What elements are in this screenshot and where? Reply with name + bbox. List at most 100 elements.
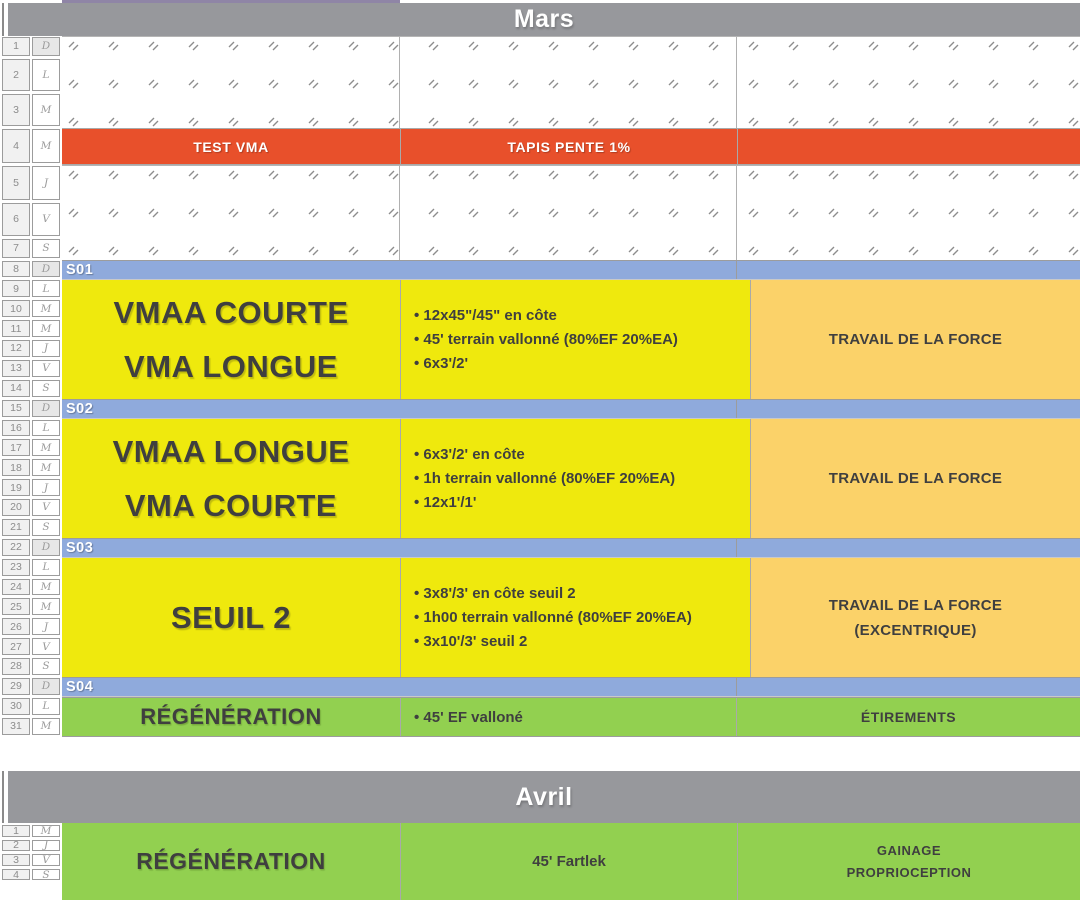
session-title-cell-s03: SEUIL 2 [62, 558, 400, 677]
session-title-cell-s01: VMAA COURTE VMA LONGUE [62, 280, 400, 399]
week-band-s02: S02 [62, 399, 1080, 419]
day-letter-cell: M [32, 459, 60, 477]
strength-label: TRAVAIL DE LA FORCE [828, 470, 1003, 487]
strength-label: TRAVAIL DE LA FORCE [828, 596, 1003, 614]
day-letter-cell: M [32, 439, 60, 457]
day-letter-cell: D [32, 677, 60, 695]
avril-title-cell: RÉGÉNÉRATION [62, 823, 400, 900]
day-letter-cell: V [32, 854, 60, 866]
event-empty-cell [737, 129, 1080, 164]
fartlek-label: 45' Fartlek [532, 853, 606, 870]
tapis-pente-cell: TAPIS PENTE 1% [400, 129, 737, 164]
week-label-s02: S02 [66, 401, 94, 417]
strength-cell-s01: TRAVAIL DE LA FORCE [750, 280, 1080, 399]
session-bullet: 12x1'/1' [414, 495, 750, 510]
column-divider [736, 400, 737, 418]
row-number-cell: 27 [2, 638, 30, 655]
session-title-line: VMA COURTE [124, 487, 338, 523]
day-letter-cell: L [32, 558, 60, 576]
day-letter-cell: D [32, 260, 60, 278]
session-bullet: 1h00 terrain vallonné (80%EF 20%EA) [414, 610, 750, 625]
row-number-cell: 30 [2, 697, 30, 715]
column-divider [736, 539, 737, 557]
day-letter-cell: M [32, 320, 60, 337]
session-bullet: 6x3'/2' [414, 356, 750, 371]
week-s03-block: SEUIL 2 3x8'/3' en côte seuil 2 1h00 ter… [62, 558, 1080, 677]
header-left-border [2, 3, 4, 36]
day-letter-cell: V [32, 359, 60, 377]
strength-cell-s02: TRAVAIL DE LA FORCE [750, 419, 1080, 538]
row-number-cell: 1 [2, 825, 30, 837]
day-letter-cell: M [32, 128, 60, 163]
day-letter-cell: D [32, 538, 60, 556]
week-band-s04: S04 [62, 677, 1080, 697]
week-label-s03: S03 [66, 540, 94, 556]
session-bullet: 45' terrain vallonné (80%EF 20%EA) [414, 332, 750, 347]
row-number-cell: 22 [2, 538, 30, 556]
day-letter-cell: J [32, 479, 60, 496]
week-band-s01: S01 [62, 260, 1080, 280]
session-title-line: VMAA LONGUE [112, 433, 350, 469]
strength-label-sub: (EXCENTRIQUE) [854, 621, 977, 639]
row-number-cell: 23 [2, 558, 30, 576]
day-letter-cell: M [32, 598, 60, 616]
day-letter-cell: S [32, 379, 60, 397]
stretching-cell: ÉTIREMENTS [736, 698, 1080, 736]
row-number-cell: 10 [2, 300, 30, 318]
day-letter-cell: S [32, 869, 60, 881]
day-letter-cell: D [32, 36, 60, 56]
week-s01-block: VMAA COURTE VMA LONGUE 12x45"/45" en côt… [62, 280, 1080, 399]
month-title-mars: Mars [513, 5, 575, 33]
day-letter-cell: J [32, 340, 60, 357]
column-divider [736, 37, 737, 128]
row-number-cell: 26 [2, 618, 30, 636]
session-title-line: VMAA COURTE [113, 294, 349, 330]
session-bullet: 6x3'/2' en côte [414, 447, 750, 462]
day-letter-cell: J [32, 618, 60, 636]
proprioception-label: PROPRIOCEPTION [846, 865, 972, 880]
avril-strength-cell: GAINAGE PROPRIOCEPTION [737, 823, 1080, 900]
day-letter-cell: L [32, 280, 60, 298]
day-letter-cell: J [32, 165, 60, 200]
row-number-cell: 4 [2, 128, 30, 163]
regeneration-detail-cell: 45' EF valloné [400, 698, 736, 736]
test-vma-cell: TEST VMA [62, 129, 400, 164]
column-divider [399, 166, 400, 260]
day-letter-cell: L [32, 419, 60, 437]
day-letter-cell: V [32, 499, 60, 516]
row-number-cell: 14 [2, 379, 30, 397]
row-number-cell: 31 [2, 717, 30, 735]
row-number-cell: 15 [2, 399, 30, 417]
day-letter-cell: M [32, 717, 60, 735]
row-number-cell: 24 [2, 578, 30, 596]
row-number-cell: 7 [2, 238, 30, 258]
day-letter-cell: M [32, 300, 60, 318]
row-number-cell: 11 [2, 320, 30, 337]
week-band-s03: S03 [62, 538, 1080, 558]
week-label-s01: S01 [66, 262, 94, 278]
day-letter-cell: S [32, 238, 60, 258]
day-letter-cell: L [32, 697, 60, 715]
gainage-label: GAINAGE [876, 843, 942, 858]
empty-cells-rows-1-3 [62, 36, 1080, 128]
session-bullet: 1h terrain vallonné (80%EF 20%EA) [414, 471, 750, 486]
event-row: TEST VMA TAPIS PENTE 1% [62, 128, 1080, 165]
column-divider [736, 678, 737, 696]
header-left-border [2, 771, 4, 823]
session-detail-cell-s03: 3x8'/3' en côte seuil 2 1h00 terrain val… [400, 558, 750, 677]
month-header-mars: Mars [8, 3, 1080, 36]
row-number-cell: 1 [2, 36, 30, 56]
row-number-cell: 16 [2, 419, 30, 437]
session-bullet: 3x8'/3' en côte seuil 2 [414, 586, 750, 601]
avril-regeneration-title: RÉGÉNÉRATION [136, 848, 326, 874]
day-letter-cell: S [32, 658, 60, 675]
row-number-cell: 5 [2, 165, 30, 200]
stretching-label: ÉTIREMENTS [860, 709, 957, 725]
tapis-pente-label: TAPIS PENTE 1% [507, 138, 631, 155]
row-number-cell: 8 [2, 260, 30, 278]
day-letter-cell: L [32, 58, 60, 91]
day-letter-cell: D [32, 399, 60, 417]
row-number-cell: 3 [2, 854, 30, 866]
regeneration-bullet: 45' EF valloné [414, 710, 522, 725]
